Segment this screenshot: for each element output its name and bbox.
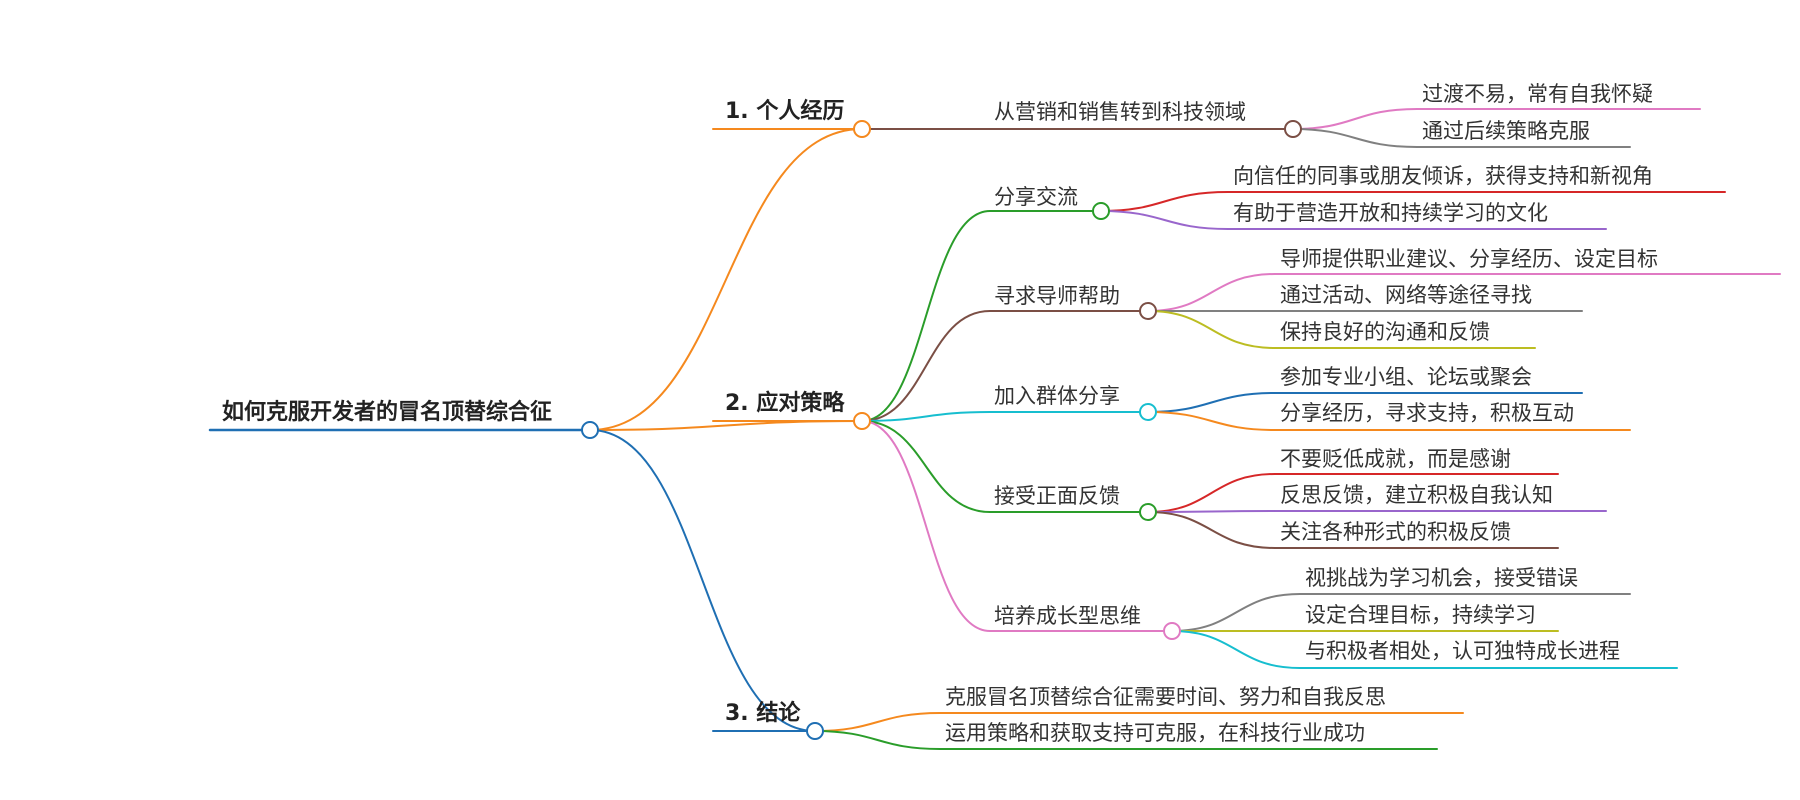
topic-label: 加入群体分享 [994, 384, 1120, 408]
section-toggle-knob-1[interactable] [853, 120, 871, 138]
topic-toggle-knob[interactable] [1139, 302, 1157, 320]
root-title: 如何克服开发者的冒名顶替综合征 [222, 400, 553, 425]
leaf-label: 过渡不易，常有自我怀疑 [1422, 82, 1653, 106]
topic-toggle-knob[interactable] [1139, 403, 1157, 421]
topic-toggle-knob[interactable] [1092, 202, 1110, 220]
leaf-label: 视挑战为学习机会，接受错误 [1305, 566, 1578, 590]
connector-topic-leaf [1147, 473, 1276, 513]
connector-root-to-section-1 [589, 128, 863, 431]
topic-label: 分享交流 [994, 185, 1078, 209]
section-title-2: 2. 应对策略 [725, 391, 845, 416]
leaf-label: 向信任的同事或朋友倾诉，获得支持和新视角 [1233, 164, 1653, 188]
leaf-label: 关注各种形式的积极反馈 [1280, 520, 1511, 544]
connector-root-to-section-3 [589, 429, 816, 732]
leaf-label: 参加专业小组、论坛或聚会 [1280, 365, 1532, 389]
topic-label: 从营销和销售转到科技领域 [994, 100, 1246, 124]
connector-topic-leaf [1147, 392, 1276, 413]
leaf-label: 有助于营造开放和持续学习的文化 [1233, 201, 1548, 225]
section-toggle-knob-2[interactable] [853, 412, 871, 430]
connector-topic-leaf [1147, 310, 1276, 349]
connector-section-3-leaf-2 [814, 730, 941, 750]
connector-section-2-topic-1 [861, 210, 991, 422]
leaf-label: 通过后续策略克服 [1422, 119, 1590, 143]
connector-topic-leaf [1147, 511, 1276, 549]
connector-topic-leaf [1292, 108, 1418, 130]
leaf-label: 保持良好的沟通和反馈 [1280, 320, 1490, 344]
connector-section-2-topic-4 [861, 420, 991, 513]
leaf-label: 不要贬低成就，而是感谢 [1280, 447, 1511, 471]
leaf-label: 反思反馈，建立积极自我认知 [1280, 483, 1553, 507]
topic-label: 培养成长型思维 [994, 604, 1141, 628]
connector-topic-leaf [1171, 630, 1301, 669]
topic-label: 寻求导师帮助 [994, 284, 1120, 308]
leaf-label: 设定合理目标，持续学习 [1305, 603, 1536, 627]
connector-section-2-topic-2 [861, 310, 991, 422]
connector-section-2-topic-3 [861, 411, 991, 422]
connector-topic-leaf [1147, 411, 1276, 431]
leaf-label: 运用策略和获取支持可克服，在科技行业成功 [945, 721, 1365, 745]
section-title-3: 3. 结论 [725, 701, 801, 726]
section-title-1: 1. 个人经历 [725, 99, 845, 124]
topic-toggle-knob[interactable] [1139, 503, 1157, 521]
topic-toggle-knob[interactable] [1284, 120, 1302, 138]
topic-toggle-knob[interactable] [1163, 622, 1181, 640]
leaf-label: 分享经历，寻求支持，积极互动 [1280, 401, 1574, 425]
leaf-label: 与积极者相处，认可独特成长进程 [1305, 639, 1620, 663]
connector-topic-leaf [1292, 128, 1418, 148]
topic-label: 接受正面反馈 [994, 484, 1120, 508]
root-toggle-knob[interactable] [581, 421, 599, 439]
connector-topic-leaf [1100, 210, 1229, 230]
leaf-label: 导师提供职业建议、分享经历、设定目标 [1280, 247, 1658, 271]
connector-section-3-leaf-1 [814, 712, 941, 732]
connector-topic-leaf [1100, 191, 1229, 212]
connector-topic-leaf [1171, 593, 1301, 632]
connector-section-2-topic-5 [861, 420, 991, 632]
section-toggle-knob-3[interactable] [806, 722, 824, 740]
connector-topic-leaf [1147, 273, 1276, 312]
leaf-label: 克服冒名顶替综合征需要时间、努力和自我反思 [945, 685, 1386, 709]
connector-topic-leaf [1147, 510, 1276, 513]
leaf-label: 通过活动、网络等途径寻找 [1280, 283, 1532, 307]
